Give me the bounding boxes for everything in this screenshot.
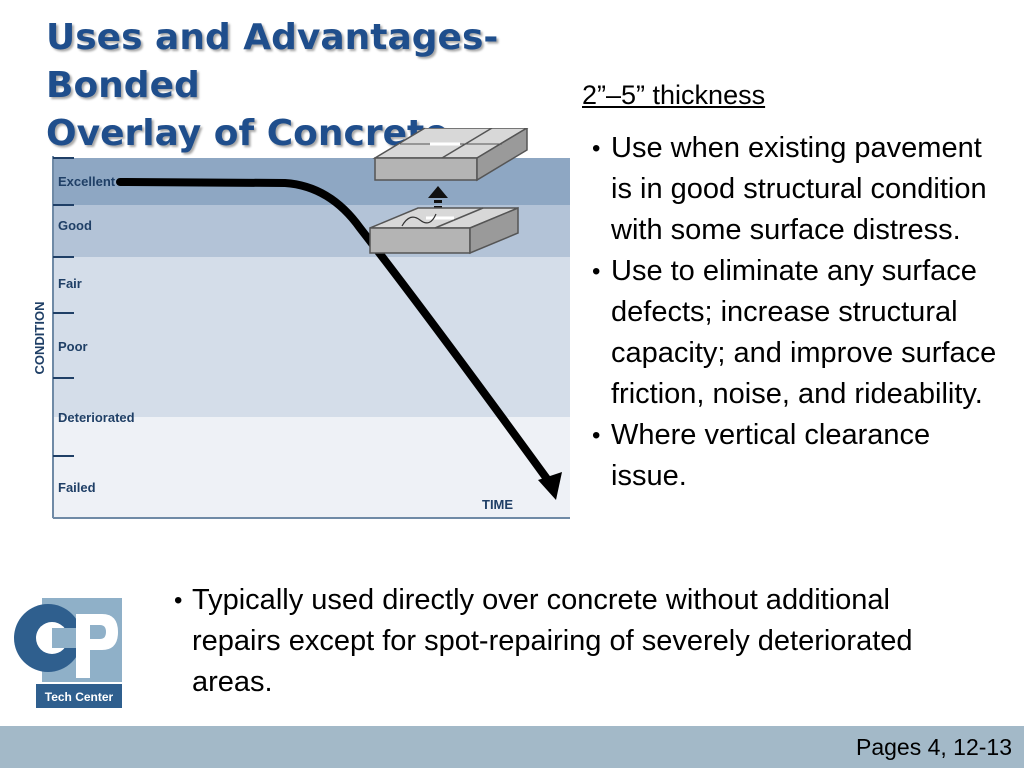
y-ticks [53, 157, 74, 457]
level-label-fair: Fair [58, 276, 82, 291]
title-line-1: Uses and Advantages- Bonded [46, 17, 499, 106]
deterioration-curve [116, 178, 554, 487]
page-reference: Pages 4, 12-13 [855, 734, 1012, 760]
level-label-poor: Poor [58, 339, 88, 354]
overlay-slab-icon [372, 128, 529, 182]
usage-note: Typically used directly over concrete wi… [174, 580, 934, 703]
y-axis-title: CONDITION [32, 302, 47, 375]
usage-note-list: Typically used directly over concrete wi… [174, 580, 934, 703]
band-fair-poor [52, 257, 570, 417]
advantages-list: Use when existing pavement is in good st… [592, 128, 1002, 497]
cp-tech-center-logo: Tech Center [10, 598, 122, 710]
x-axis-title: TIME [482, 497, 513, 512]
advantage-item: Use when existing pavement is in good st… [592, 128, 1002, 251]
title-line-2: Overlay of Concrete [46, 113, 449, 154]
level-label-excellent: Excellent [58, 174, 116, 189]
level-label-failed: Failed [58, 480, 96, 495]
band-deteriorated-failed [52, 417, 570, 519]
logo-caption: Tech Center [45, 690, 114, 704]
existing-slab-icon [369, 206, 519, 255]
advantage-item: Use to eliminate any surface defects; in… [592, 251, 1002, 415]
level-label-good: Good [58, 218, 92, 233]
curve-arrowhead [538, 472, 562, 500]
slide-title: Uses and Advantages- Bonded Overlay of C… [46, 14, 586, 158]
condition-time-diagram: Excellent Good Fair Poor Deteriorated Fa… [32, 128, 570, 519]
thickness-subtitle: 2”–5” thickness [582, 80, 766, 110]
footer-bar: Pages 4, 12-13 [0, 726, 1024, 768]
level-label-deteriorated: Deteriorated [58, 410, 135, 425]
advantage-item: Where vertical clearance issue. [592, 415, 1002, 497]
